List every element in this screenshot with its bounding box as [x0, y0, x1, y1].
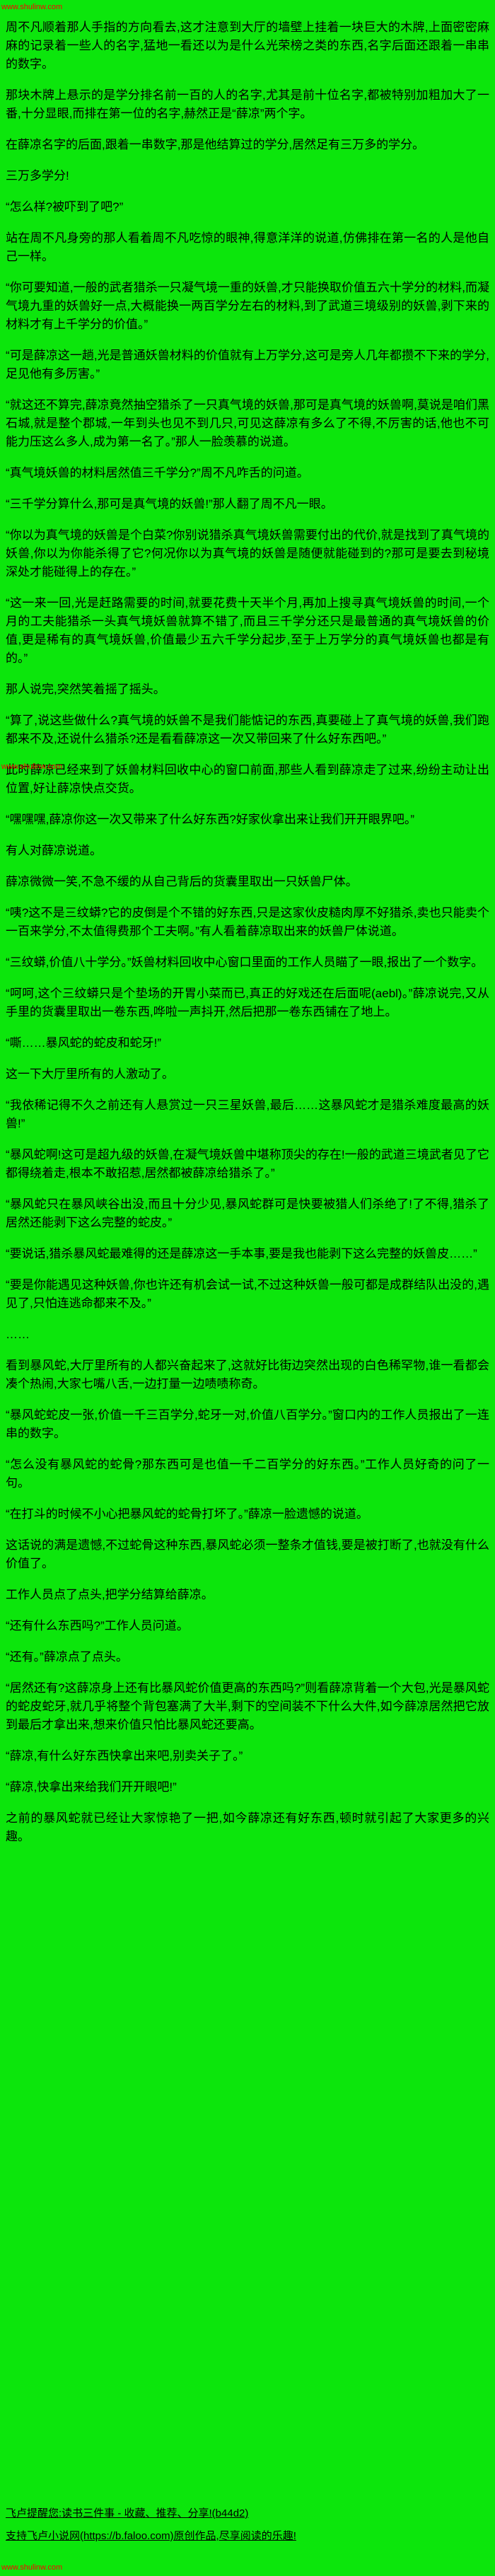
- paragraph: “在打斗的时候不小心把暴风蛇的蛇骨打坏了。”薛凉一脸遗憾的说道。: [6, 1507, 368, 1521]
- paragraph: 看到暴风蛇,大厅里所有的人都兴奋起来了,这就好比街边突然出现的白色稀罕物,谁一看…: [6, 1359, 489, 1391]
- paragraph: ……: [6, 1328, 30, 1341]
- site-watermark-middle: www.shulinw.com: [1, 762, 63, 771]
- paragraph: 那人说完,突然笑着摇了摇头。: [6, 683, 165, 696]
- paragraph: “你可要知道,一般的武者猎杀一只凝气境一重的妖兽,才只能换取价值五六十学分的材料…: [6, 281, 489, 331]
- chapter-paragraphs: 周不凡顺着那人手指的方向看去,这才注意到大厅的墙壁上挂着一块巨大的木牌,上面密密…: [6, 18, 489, 1846]
- paragraph: “要说话,猎杀暴风蛇最难得的还是薛凉这一手本事,要是我也能剥下这么完整的妖兽皮……: [6, 1247, 477, 1260]
- paragraph: “还有。”薛凉点了点头。: [6, 1650, 128, 1664]
- site-watermark-bottom: www.shulinw.com: [1, 2563, 63, 2572]
- paragraph: “我依稀记得不久之前还有人悬赏过一只三星妖兽,最后……这暴风蛇才是猎杀难度最高的…: [6, 1098, 489, 1130]
- paragraph: 站在周不凡身旁的那人看着周不凡吃惊的眼神,得意洋洋的说道,仿佛排在第一名的人是他…: [6, 231, 489, 263]
- paragraph: 那块木牌上悬示的是学分排名前一百的人的名字,尤其是前十位名字,都被特别加粗加大了…: [6, 88, 489, 120]
- faloo-support-link[interactable]: 支持飞卢小说网(https://b.faloo.com)原创作品,尽享阅读的乐趣…: [6, 2530, 296, 2542]
- paragraph: 周不凡顺着那人手指的方向看去,这才注意到大厅的墙壁上挂着一块巨大的木牌,上面密密…: [6, 21, 489, 71]
- paragraph: “暴风蛇蛇皮一张,价值一千三百学分,蛇牙一对,价值八百学分。”窗口内的工作人员报…: [6, 1408, 489, 1440]
- paragraph: “要是你能遇见这种妖兽,你也许还有机会试一试,不过这种妖兽一般可都是成群结队出没…: [6, 1278, 489, 1310]
- paragraph: “三千学分算什么,那可是真气境的妖兽!”那人翻了周不凡一眼。: [6, 497, 333, 511]
- paragraph: “可是薛凉这一趟,光是普通妖兽材料的价值就有上万学分,这可是旁人几年都攒不下来的…: [6, 349, 489, 381]
- paragraph: 薛凉微微一笑,不急不缓的从自己背后的货囊里取出一只妖兽尸体。: [6, 875, 358, 888]
- paragraph: “呵呵,这个三纹蟒只是个垫场的开胃小菜而已,真正的好戏还在后面呢(aebl)。”…: [6, 987, 489, 1019]
- paragraph: 之前的暴风蛇就已经让大家惊艳了一把,如今薛凉还有好东西,顿时就引起了大家更多的兴…: [6, 1811, 489, 1843]
- paragraph: “你以为真气境的妖兽是个白菜?你别说猎杀真气境妖兽需要付出的代价,就是找到了真气…: [6, 528, 489, 579]
- paragraph: “怎么样?被吓到了吧?”: [6, 200, 124, 214]
- paragraph: “还有什么东西吗?”工作人员问道。: [6, 1619, 189, 1632]
- paragraph: “暴风蛇啊!这可是超九级的妖兽,在凝气境妖兽中堪称顶尖的存在!一般的武道三境武者…: [6, 1148, 489, 1180]
- paragraph: “这一来一回,光是赶路需要的时间,就要花费十天半个月,再加上搜寻真气境妖兽的时间…: [6, 596, 489, 665]
- paragraph: “薛凉,有什么好东西快拿出来吧,别卖关子了。”: [6, 1749, 243, 1763]
- paragraph: 三万多学分!: [6, 169, 69, 182]
- paragraph: “真气境妖兽的材料居然值三千学分?”周不凡咋舌的问道。: [6, 466, 309, 480]
- paragraph: 这话说的满是遗憾,不过蛇骨这种东西,暴风蛇必须一整条才值钱,要是被打断了,也就没…: [6, 1538, 489, 1570]
- paragraph: 此时薛凉已经来到了妖兽材料回收中心的窗口前面,那些人看到薛凉走了过来,纷纷主动让…: [6, 763, 489, 795]
- paragraph: “嘶……暴风蛇的蛇皮和蛇牙!”: [6, 1036, 162, 1050]
- paragraph: 在薛凉名字的后面,跟着一串数字,那是他结算过的学分,居然足有三万多的学分。: [6, 138, 425, 151]
- paragraph: “薛凉,快拿出来给我们开开眼吧!”: [6, 1780, 177, 1794]
- paragraph: “咦?这不是三纹蟒?它的皮倒是个不错的好东西,只是这家伙皮糙肉厚不好猎杀,卖也只…: [6, 906, 489, 938]
- chapter-content: 周不凡顺着那人手指的方向看去,这才注意到大厅的墙壁上挂着一块巨大的木牌,上面密密…: [6, 18, 489, 1859]
- site-watermark-top: www.shulinw.com: [1, 3, 63, 11]
- paragraph: “三纹蟒,价值八十学分。”妖兽材料回收中心窗口里面的工作人员瞄了一眼,报出了一个…: [6, 956, 484, 969]
- paragraph: “就这还不算完,薛凉竟然抽空猎杀了一只真气境的妖兽,那可是真气境的妖兽啊,莫说是…: [6, 398, 489, 448]
- paragraph: 这一下大厅里所有的人激动了。: [6, 1067, 174, 1081]
- paragraph: “嘿嘿嘿,薛凉你这一次又带来了什么好东西?好家伙拿出来让我们开开眼界吧。”: [6, 813, 414, 826]
- paragraph: 工作人员点了点头,把学分结算给薛凉。: [6, 1588, 214, 1601]
- paragraph: “怎么没有暴风蛇的蛇骨?那东西可是也值一千二百学分的好东西。”工作人员好奇的问了…: [6, 1458, 489, 1490]
- paragraph: “居然还有?这薛凉身上还有比暴风蛇价值更高的东西吗?”则看薛凉背着一个大包,光是…: [6, 1681, 489, 1731]
- faloo-reminder-link[interactable]: 飞卢提醒您:读书三件事 - 收藏、推荐、分享!(b44d2): [6, 2507, 249, 2519]
- paragraph: 有人对薛凉说道。: [6, 844, 102, 857]
- footer: 飞卢提醒您:读书三件事 - 收藏、推荐、分享!(b44d2) 支持飞卢小说网(h…: [6, 2500, 489, 2555]
- paragraph: “算了,说这些做什么?真气境的妖兽不是我们能惦记的东西,真要碰上了真气境的妖兽,…: [6, 714, 489, 745]
- paragraph: “暴风蛇只在暴风峡谷出没,而且十分少见,暴风蛇群可是快要被猎人们杀绝了!了不得,…: [6, 1197, 489, 1229]
